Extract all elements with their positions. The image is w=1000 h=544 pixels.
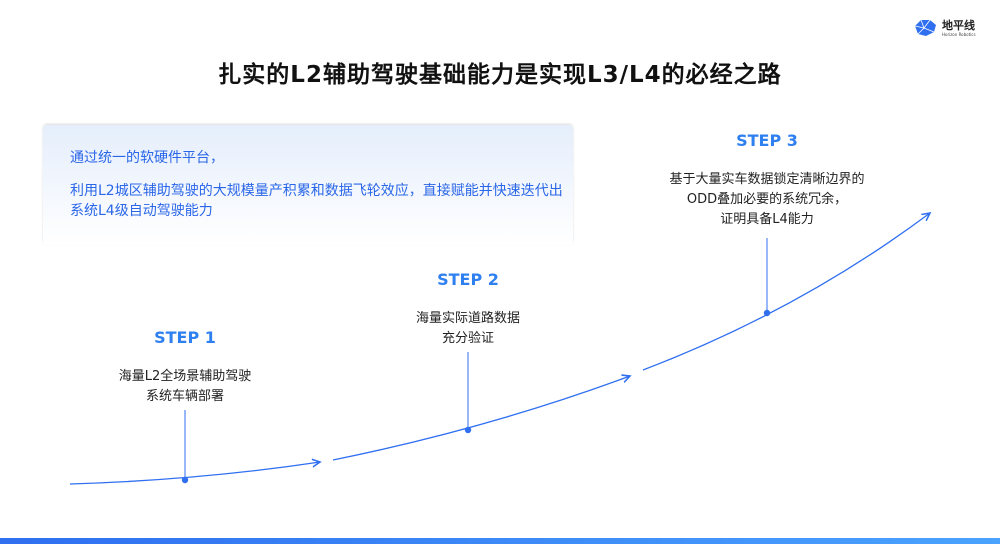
- step-1-line: 海量L2全场景辅助驾驶: [118, 369, 252, 384]
- step-1-label: STEP 1: [154, 328, 216, 347]
- step-1-desc: 海量L2全场景辅助驾驶 系统车辆部署: [85, 367, 285, 407]
- logo-cn: 地平线: [942, 18, 975, 32]
- logo-en: Horizon Robotics: [942, 31, 976, 37]
- step-1-line: 系统车辆部署: [145, 389, 224, 404]
- brain-logo-icon: [914, 19, 936, 36]
- curve-segment-3: [642, 213, 930, 371]
- horizon-logo: 地平线 Horizon Robotics: [912, 18, 976, 38]
- step-3-desc: 基于大量实车数据锁定清晰边界的 ODD叠加必要的系统冗余， 证明具备L4能力: [637, 170, 897, 230]
- intro-line-1: 通过统一的软硬件平台，: [70, 150, 224, 166]
- intro-line-2: 利用L2城区辅助驾驶的大规模量产积累和数据飞轮效应，直接赋能并快速迭代出系统L4…: [70, 183, 563, 219]
- intro-box: 通过统一的软硬件平台， 利用L2城区辅助驾驶的大规模量产积累和数据飞轮效应，直接…: [43, 125, 573, 245]
- page-title: 扎实的L2辅助驾驶基础能力是实现L3/L4的必经之路: [218, 62, 782, 88]
- step-3-line: ODD叠加必要的系统冗余，: [686, 192, 848, 207]
- step-3-line: 证明具备L4能力: [720, 212, 814, 227]
- step-2-desc: 海量实际道路数据 充分验证: [368, 309, 568, 349]
- step-3-dot: [763, 309, 771, 317]
- step-3-line: 基于大量实车数据锁定清晰边界的: [669, 172, 865, 187]
- footer-bar: [0, 538, 1000, 544]
- step-2-line: 充分验证: [441, 331, 494, 346]
- step-2-line: 海量实际道路数据: [415, 311, 520, 326]
- curve-segment-1: [69, 462, 320, 485]
- step-2-label: STEP 2: [437, 270, 499, 289]
- step-3-label: STEP 3: [736, 131, 798, 150]
- step-2-dot: [464, 426, 472, 434]
- step-1-dot: [181, 476, 189, 484]
- curve-segment-2: [332, 376, 630, 461]
